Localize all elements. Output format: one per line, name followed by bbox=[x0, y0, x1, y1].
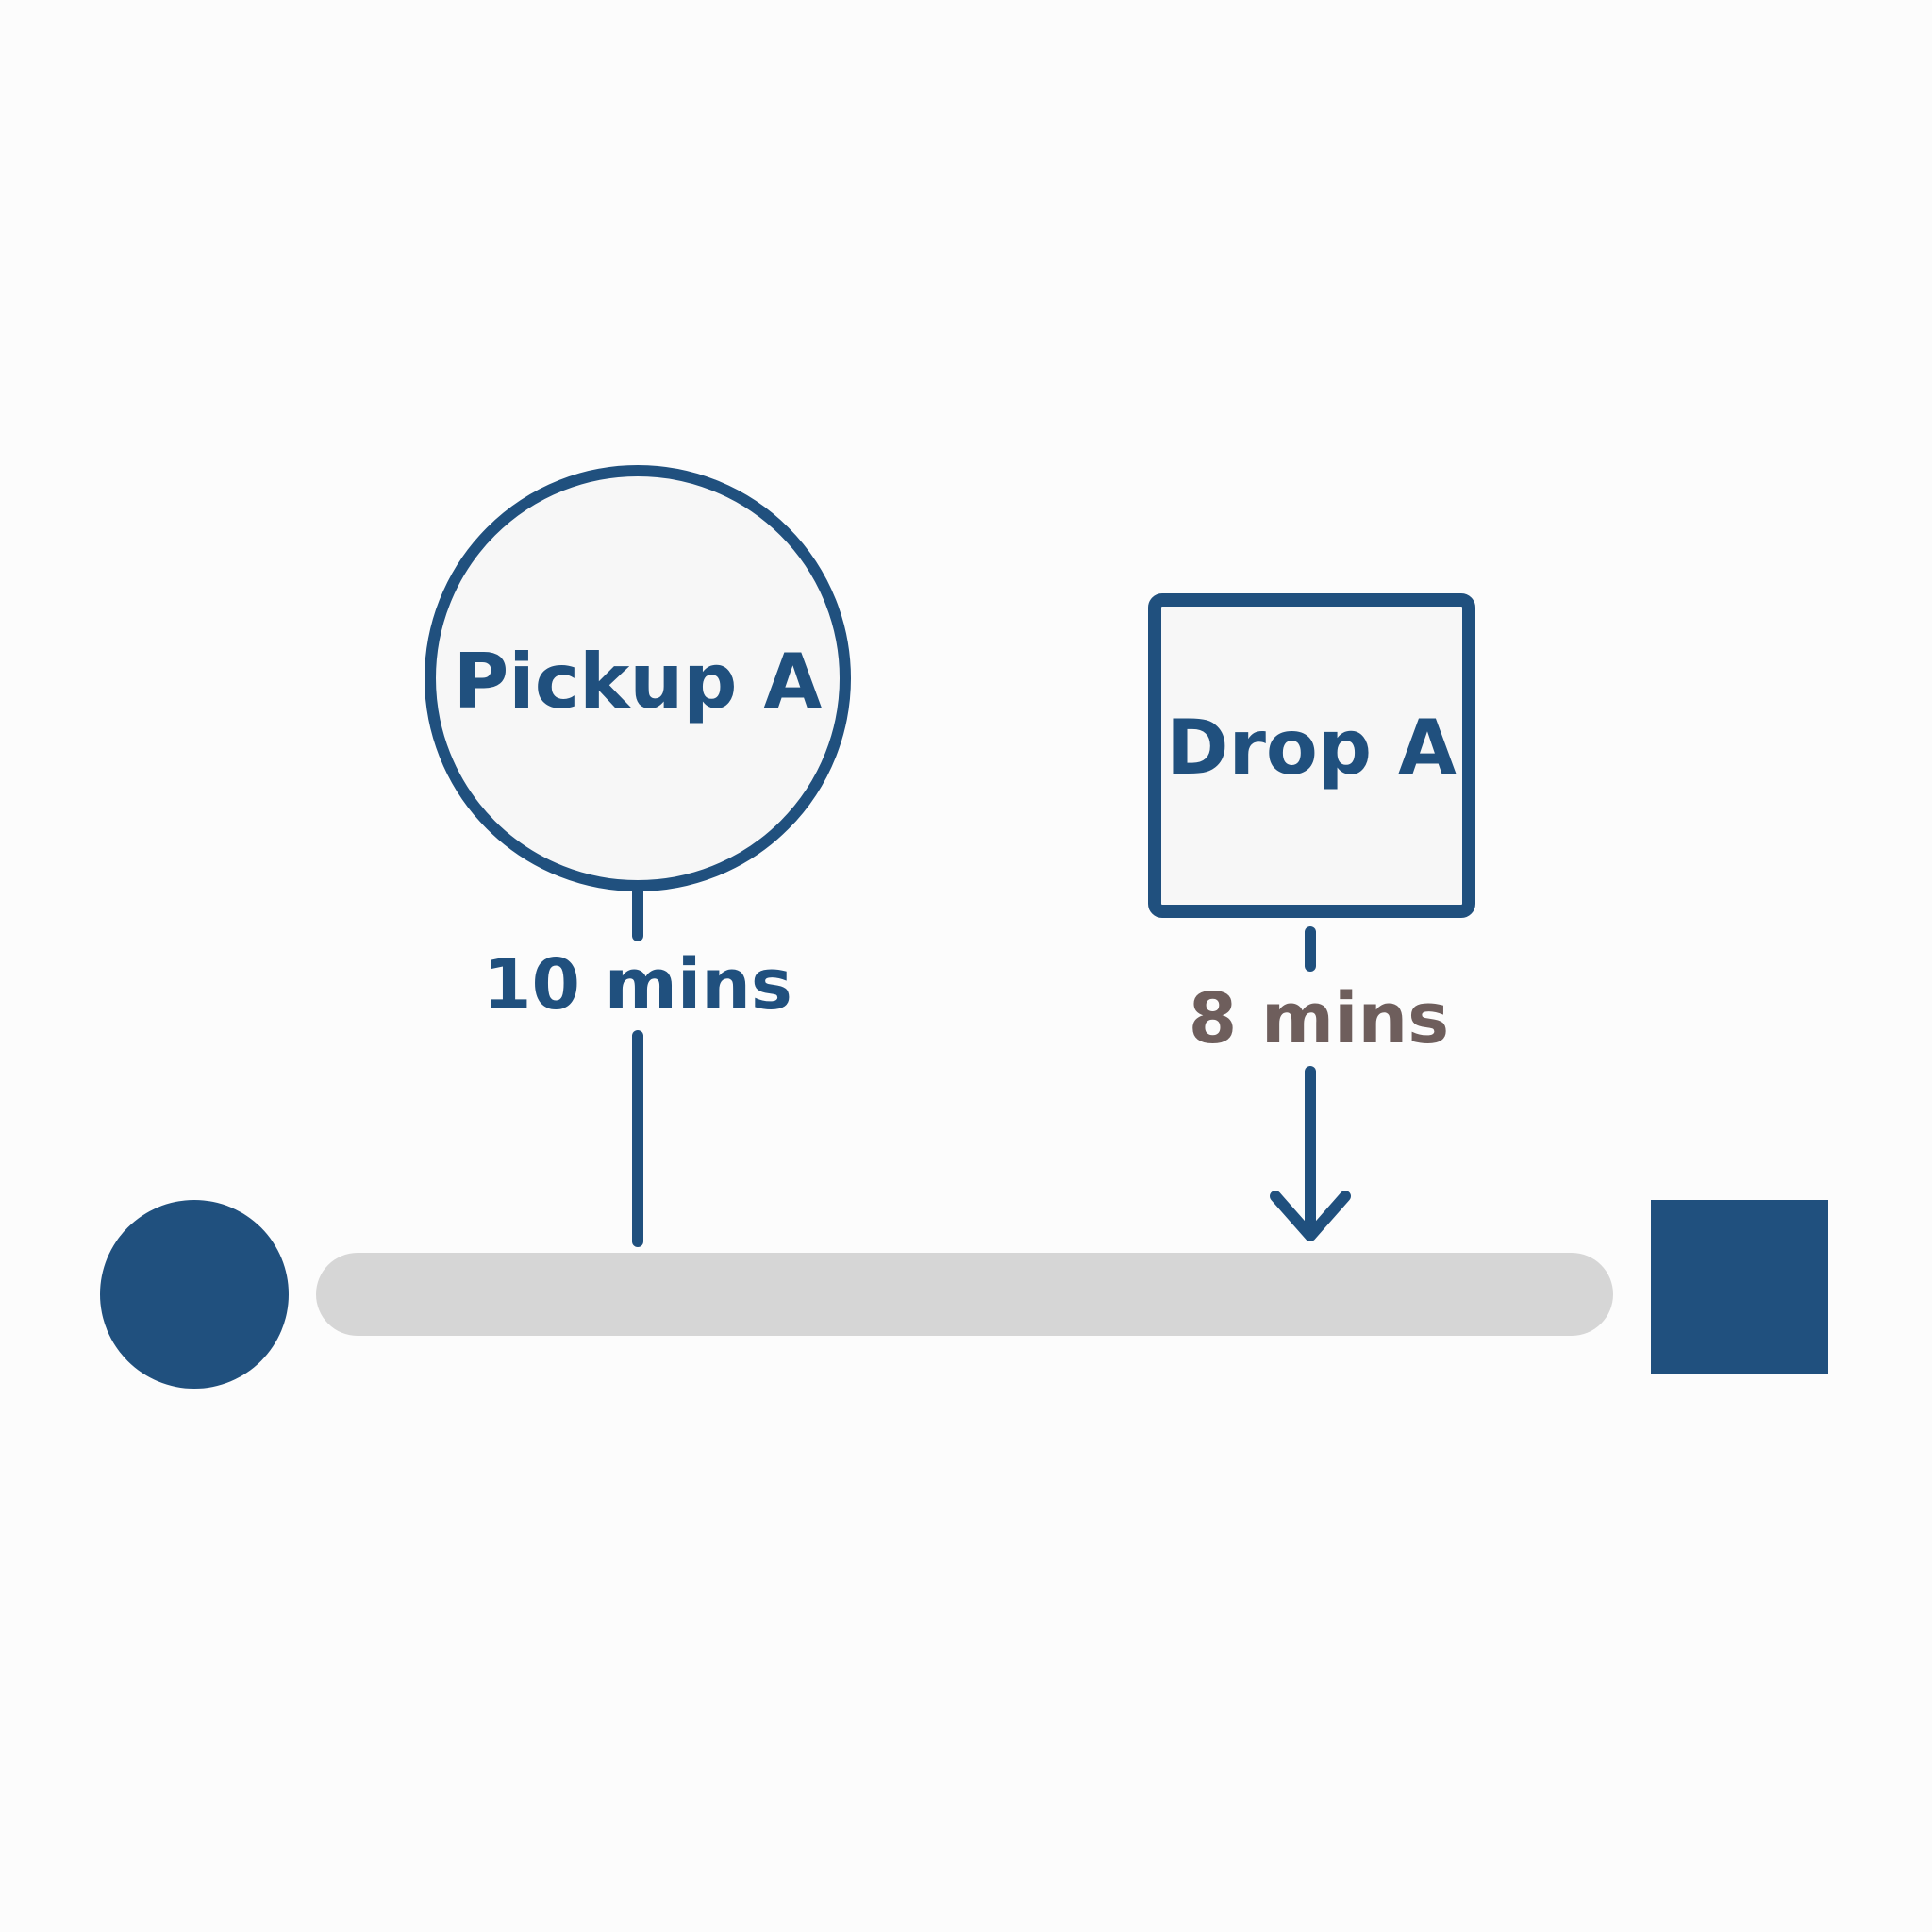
drop-label: Drop A bbox=[1166, 704, 1457, 791]
drop-arrow-head bbox=[1270, 1191, 1351, 1241]
route-end-marker bbox=[1651, 1200, 1828, 1374]
pickup-label: Pickup A bbox=[453, 638, 823, 725]
drop-time-label: 8 mins bbox=[1188, 978, 1450, 1059]
pickup-time-label: 10 mins bbox=[483, 944, 792, 1025]
drop-node bbox=[1148, 593, 1475, 918]
route-track bbox=[316, 1253, 1613, 1336]
route-start-marker bbox=[100, 1200, 289, 1389]
